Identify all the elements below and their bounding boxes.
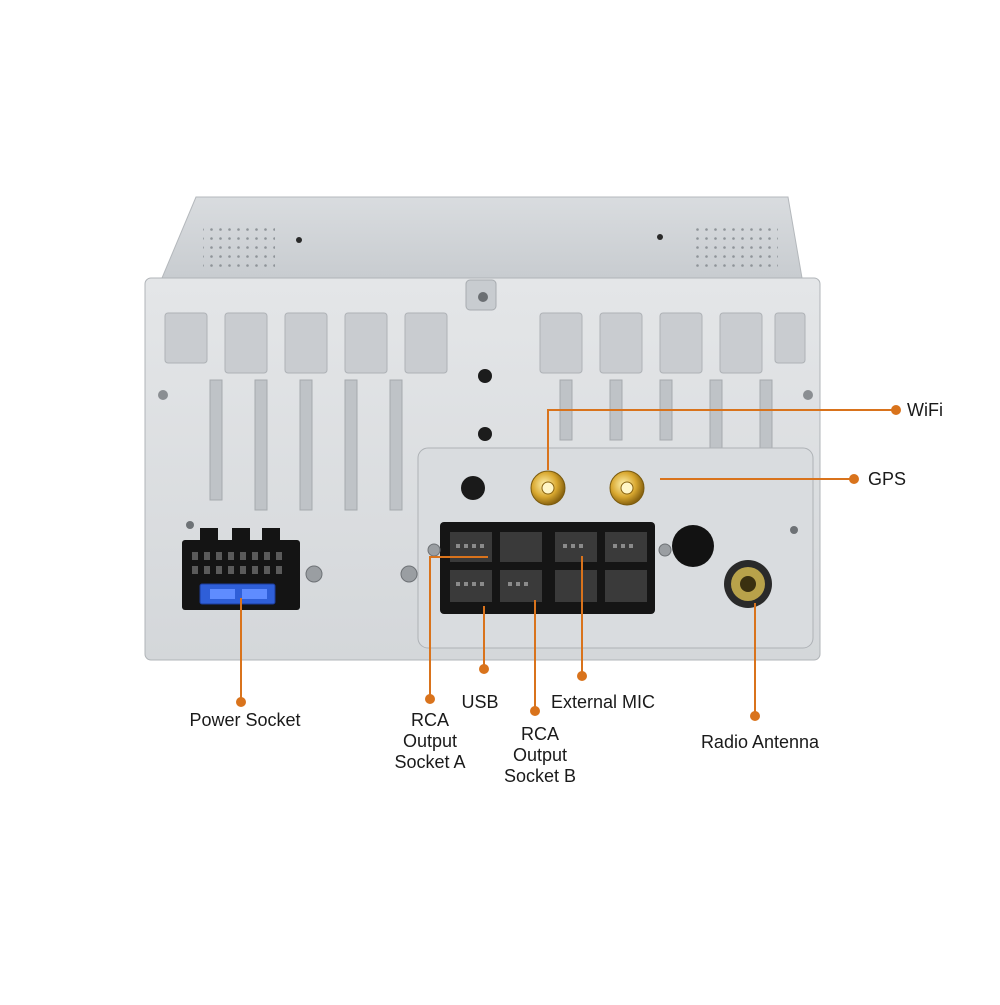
leader-endpoints [236, 405, 901, 721]
power-socket-connector [182, 528, 300, 610]
usb-label: USB [461, 692, 499, 712]
chassis-top-cover [161, 196, 803, 279]
rca-output-socket-a-label: RCA Output Socket A [394, 710, 466, 772]
wifi-leader-line [547, 409, 896, 470]
gps-label: GPS [868, 469, 907, 489]
external-mic-label: External MIC [550, 692, 656, 712]
gps-antenna-jack [609, 470, 645, 506]
external-mic-hole [672, 525, 714, 567]
rca-output-socket-b-label: RCA Output Socket B [503, 724, 577, 786]
radio-antenna-jack [724, 560, 772, 608]
vent-holes-left [203, 222, 275, 270]
wifi-antenna-jack [530, 470, 566, 506]
vent-holes-right [692, 222, 778, 270]
chassis-rear-face [144, 277, 821, 661]
leader-lines [240, 409, 896, 716]
wifi-label: WiFi [907, 400, 943, 420]
rca-a-leader-line [429, 556, 488, 699]
radio-antenna-label: Radio Antenna [700, 732, 820, 752]
rca-usb-connector-block [440, 522, 655, 614]
power-socket-label: Power Socket [189, 710, 301, 730]
